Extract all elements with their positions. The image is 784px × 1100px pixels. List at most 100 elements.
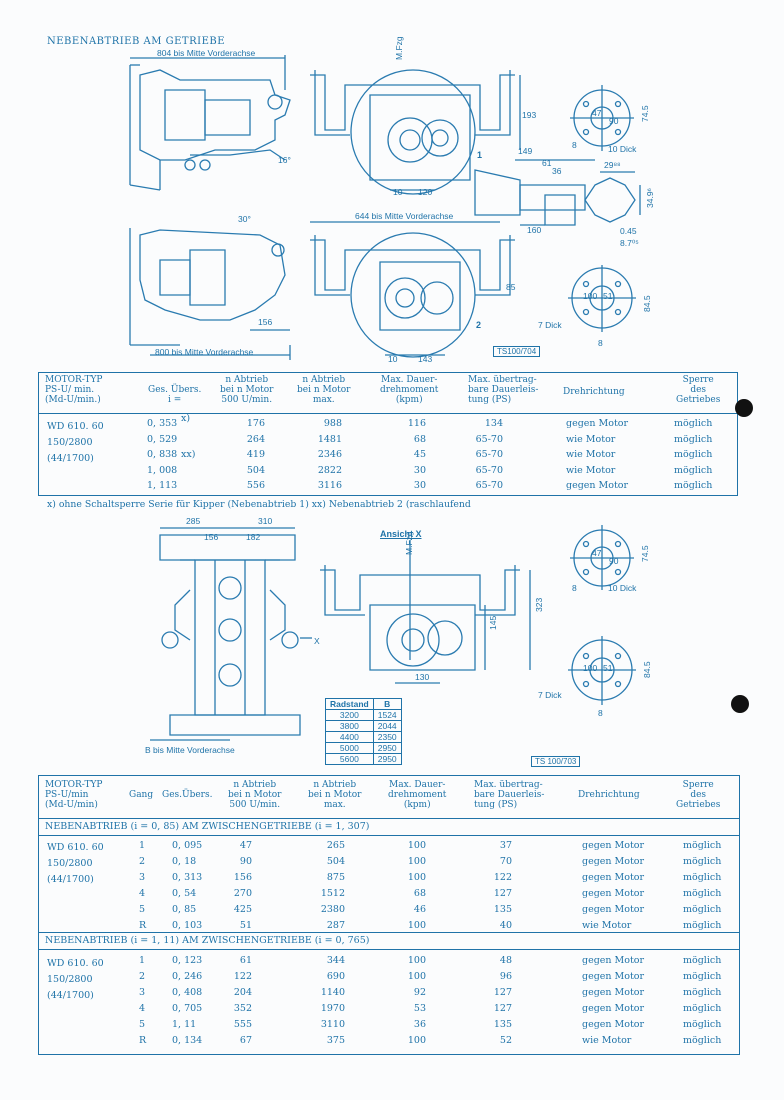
t2-cell-n500: 204: [233, 987, 252, 998]
t2-cell-ges: 0, 85: [172, 904, 197, 915]
thickness-7: 7 Dick: [538, 320, 562, 330]
thickness-10: 10 Dick: [608, 144, 637, 154]
t2-cell-ps: 52: [499, 1035, 512, 1046]
t2-cell-nmax: 1140: [320, 987, 345, 998]
dim-8-bottom: 8: [598, 338, 603, 348]
t2-cell-n500: 156: [233, 872, 252, 883]
dim-34-9: 34.9⁶: [645, 187, 655, 208]
t1-cell-ps: 65-70: [475, 449, 503, 460]
t2-cell-gang: R: [139, 920, 147, 931]
table-1-frame: [38, 372, 738, 496]
t1-cell-kpm: 30: [413, 480, 426, 491]
t1-cell-dir: wie Motor: [566, 464, 616, 476]
punch-hole-top: [735, 399, 753, 417]
radstand-header: Radstand: [325, 698, 374, 710]
t2-cell-ges: 0, 123: [172, 955, 203, 966]
t1-cell-n500: 556: [246, 480, 265, 491]
dim-10a: 10: [393, 187, 403, 197]
t1-cell-n500: 176: [246, 418, 265, 429]
flange-2-bottom-100: 100: [583, 663, 598, 673]
t2-cell-dir: gegen Motor: [582, 1003, 645, 1014]
b-bis-mitte-label: B bis Mitte Vorderachse: [145, 745, 235, 755]
dim-84-5: 84.5: [642, 295, 652, 312]
t2-cell-gang: 4: [139, 888, 146, 899]
t2-cell-kpm: 92: [413, 987, 426, 998]
flange-top-90: 90: [609, 116, 619, 126]
mfzg-label-2: M.Fzg: [404, 531, 414, 555]
dim-61: 61: [542, 158, 552, 168]
t1-cell-kpm: 30: [413, 464, 426, 476]
t2-cell-sperre: möglich: [683, 987, 722, 998]
t2-cell-ps: 127: [493, 1003, 512, 1014]
t1-cell-dir: wie Motor: [566, 433, 616, 445]
t1-cell-n500: 264: [246, 433, 265, 445]
t1-cell-ges: 1, 113: [147, 480, 178, 491]
x-marker: X: [314, 636, 320, 646]
t2-cell-ps: 40: [499, 920, 512, 931]
t2-section-2-rule: [38, 949, 740, 950]
t2-cell-ps: 127: [493, 888, 512, 899]
t2-cell-nmax: 265: [326, 840, 345, 851]
dim-323: 323: [534, 597, 544, 612]
t2-cell-n500: 61: [239, 955, 252, 966]
t2-cell-n500: 51: [239, 920, 252, 931]
t2-cell-ps: 122: [493, 872, 512, 883]
t2-cell-n500: 352: [233, 1003, 252, 1014]
t2-cell-sperre: möglich: [683, 904, 722, 915]
t2-cell-ps: 135: [493, 1019, 512, 1030]
t2-cell-sperre: möglich: [683, 955, 722, 966]
t1-cell-mark: xx): [181, 449, 196, 460]
t2-cell-ps: 48: [499, 955, 512, 966]
t1-cell-ps: 65-70: [475, 464, 503, 476]
t2-cell-sperre: möglich: [683, 856, 722, 867]
t1-header-rule: [38, 413, 737, 414]
t2-cell-kpm: 100: [407, 856, 426, 867]
t2-cell-ges: 0, 103: [172, 920, 203, 931]
t2-cell-kpm: 68: [413, 888, 426, 899]
dim-193: 193: [522, 110, 537, 120]
table-1-footnote: x) ohne Schaltsperre Serie für Kipper (N…: [47, 499, 471, 510]
t2-cell-nmax: 3110: [320, 1019, 345, 1030]
t2-section-1: NEBENABTRIEB (i = 0, 85) AM ZWISCHENGETR…: [45, 821, 370, 832]
t1-h-dreh: Drehrichtung: [563, 387, 625, 397]
dim-29: 29⁸⁸: [604, 160, 621, 170]
flange-2-top-47: 47: [592, 548, 602, 558]
t1-cell-nmax: 2346: [317, 449, 342, 460]
t2-cell-n500: 47: [239, 840, 252, 851]
t2-cell-sperre: möglich: [683, 920, 722, 931]
t2-cell-ges: 0, 095: [172, 840, 203, 851]
dim-156: 156: [258, 317, 273, 327]
t2-cell-ges: 0, 408: [172, 987, 203, 998]
t1-cell-nmax: 1481: [317, 433, 342, 445]
t2-cell-kpm: 100: [407, 1035, 426, 1046]
dim-16deg: 16°: [278, 155, 291, 165]
t1-cell-sperre: möglich: [674, 418, 713, 429]
dim-800: 800 bis Mitte Vorderachse: [155, 347, 254, 357]
dim-145: 145: [488, 615, 498, 630]
t2-cell-dir: gegen Motor: [582, 888, 645, 899]
t2-cell-gang: 1: [139, 955, 146, 966]
flange-2-top-90: 90: [609, 556, 619, 566]
t2-section-1-rule: [38, 835, 740, 836]
t1-cell-nmax: 2822: [317, 464, 342, 476]
t2-cell-nmax: 287: [326, 920, 345, 931]
t2-cell-sperre: möglich: [683, 971, 722, 982]
dim-0-45: 0.45: [620, 226, 637, 236]
thickness-7-b: 7 Dick: [538, 690, 562, 700]
t2-cell-dir: gegen Motor: [582, 856, 645, 867]
t2-cell-kpm: 100: [407, 872, 426, 883]
t2-cell-n500: 122: [233, 971, 252, 982]
t2-cell-gang: 5: [139, 1019, 146, 1030]
dim-804: 804 bis Mitte Vorderachse: [157, 48, 256, 58]
t1-cell-kpm: 116: [407, 418, 426, 429]
t1-cell-ps: 65-70: [475, 433, 503, 445]
t1-cell-dir: gegen Motor: [566, 480, 629, 491]
t2-cell-n500: 425: [233, 904, 252, 915]
dim-85: 85: [506, 282, 516, 292]
